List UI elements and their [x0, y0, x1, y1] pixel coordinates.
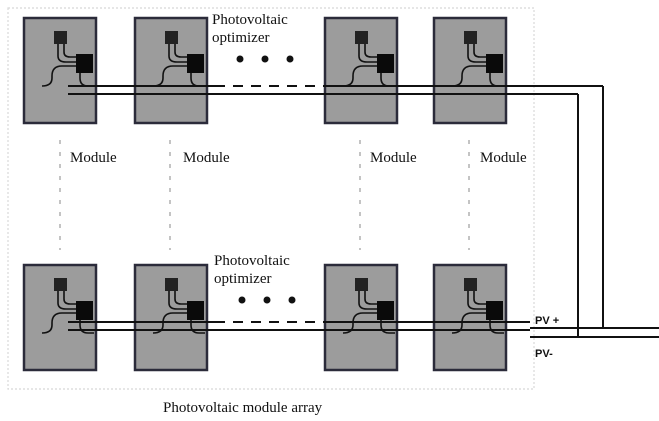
pv-module-top-1	[22, 16, 98, 125]
optimizer-input-cable	[174, 44, 187, 58]
optimizer-input-cable	[168, 44, 187, 63]
optimizer-input-cable	[364, 291, 377, 305]
pv-plus-label: PV +	[535, 315, 559, 327]
optimizer-input-cable	[63, 44, 76, 58]
optimizer-input-cable	[174, 291, 187, 305]
bottom-string-wires	[68, 321, 659, 338]
junction-box	[464, 31, 477, 44]
pv-module-top-3	[323, 16, 399, 125]
junction-box	[165, 31, 178, 44]
pv-module-bottom-1	[22, 263, 98, 372]
optimizer-input-cable	[358, 44, 377, 63]
optimizer-box	[377, 54, 394, 73]
panel-group	[22, 16, 508, 372]
optimizer-input-cable	[168, 291, 187, 310]
optimizer-box	[377, 301, 394, 320]
junction-box	[54, 31, 67, 44]
optimizer-input-cable	[364, 44, 377, 58]
optimizer-box	[76, 301, 93, 320]
pv-module-bottom-2	[133, 263, 209, 372]
optimizer-box	[76, 54, 93, 73]
bottom-ellipsis-dot	[288, 296, 296, 304]
optimizer-input-cable	[63, 291, 76, 305]
optimizer-output-cable	[41, 65, 76, 87]
array-caption: Photovoltaic module array	[163, 400, 323, 416]
optimizer-label-top-line2: optimizer	[212, 30, 269, 46]
optimizer-input-cable	[57, 44, 76, 63]
optimizer-input-cable	[467, 291, 486, 310]
optimizer-label-top-line1: Photovoltaic	[212, 12, 288, 28]
pv-module-bottom-4	[432, 263, 508, 372]
optimizer-box	[486, 54, 503, 73]
optimizer-input-cable	[473, 44, 486, 58]
optimizer-output-cable	[41, 312, 76, 334]
pv-module-bottom-3	[323, 263, 399, 372]
junction-box	[355, 31, 368, 44]
module-label-3: Module	[370, 150, 417, 166]
optimizer-input-cable	[57, 291, 76, 310]
optimizer-box	[187, 301, 204, 320]
top-ellipsis	[236, 55, 294, 63]
optimizer-box	[187, 54, 204, 73]
pv-minus-label: PV-	[535, 348, 553, 360]
module-label-1: Module	[70, 150, 117, 166]
junction-box	[464, 278, 477, 291]
top-string-wires	[68, 85, 604, 337]
top-ellipsis-dot	[286, 55, 294, 63]
bottom-ellipsis-dot	[263, 296, 271, 304]
junction-box	[355, 278, 368, 291]
pv-module-top-2	[133, 16, 209, 125]
array-outline	[7, 7, 535, 390]
module-label-2: Module	[183, 150, 230, 166]
optimizer-label-bottom-line1: Photovoltaic	[214, 253, 290, 269]
module-label-4: Module	[480, 150, 527, 166]
bottom-ellipsis-dot	[238, 296, 246, 304]
optimizer-input-cable	[358, 291, 377, 310]
top-ellipsis-dot	[236, 55, 244, 63]
bottom-ellipsis	[238, 296, 296, 304]
pv-module-top-4	[432, 16, 508, 125]
optimizer-label-bottom-line2: optimizer	[214, 271, 271, 287]
junction-box	[54, 278, 67, 291]
optimizer-input-cable	[467, 44, 486, 63]
top-ellipsis-dot	[261, 55, 269, 63]
optimizer-input-cable	[473, 291, 486, 305]
optimizer-box	[486, 301, 503, 320]
junction-box	[165, 278, 178, 291]
